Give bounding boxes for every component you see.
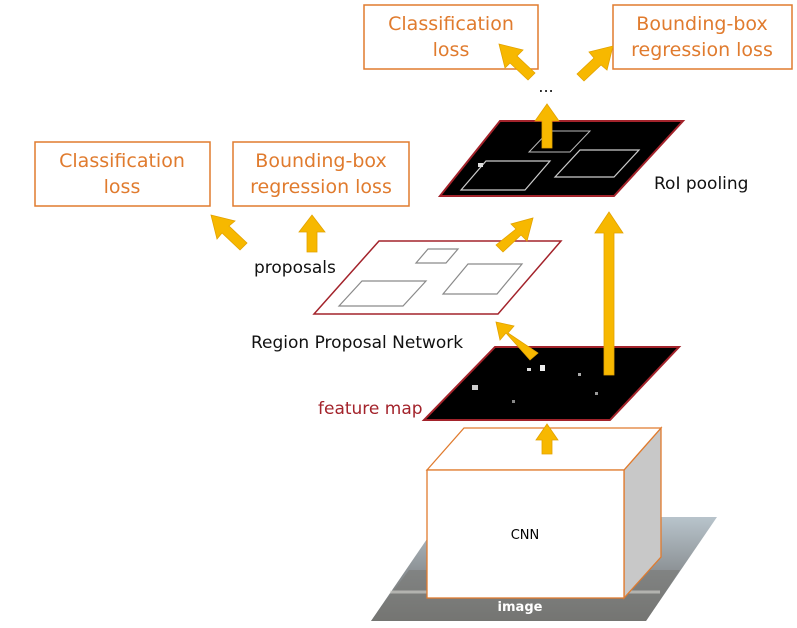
- roi-pooling-label: RoI pooling: [654, 174, 748, 194]
- rpn-bbox-loss-box: Bounding-box regression loss: [232, 141, 410, 207]
- arrow-feature-map-to-proposals: [495, 321, 539, 361]
- top-classification-loss-line2: loss: [433, 39, 470, 61]
- top-bbox-loss-line2: regression loss: [631, 39, 773, 61]
- arrow-proposals-to-roi: [495, 217, 534, 253]
- rpn-classification-loss-line1: Classification: [59, 150, 185, 172]
- arrow-to-top-bbox-loss: [576, 45, 614, 82]
- top-bbox-loss-box: Bounding-box regression loss: [612, 4, 793, 70]
- ellipsis-text: ...: [538, 77, 553, 96]
- top-bbox-loss-line1: Bounding-box: [636, 13, 767, 35]
- arrow-to-top-classification-loss: [498, 43, 536, 81]
- rpn-classification-loss-line2: loss: [104, 176, 141, 198]
- rpn-bbox-loss-line2: regression loss: [250, 176, 392, 198]
- rpn-label: Region Proposal Network: [251, 333, 463, 353]
- image-label: image: [498, 600, 543, 615]
- arrow-rpn-to-bbox-loss: [298, 214, 326, 253]
- rpn-bbox-loss-line1: Bounding-box: [255, 150, 386, 172]
- arrow-cnn-to-feature-map: [535, 423, 559, 455]
- proposals-layer: [312, 240, 563, 315]
- rpn-classification-loss-box: Classification loss: [34, 141, 211, 207]
- top-classification-loss-line1: Classification: [388, 13, 514, 35]
- top-classification-loss-box: Classification loss: [363, 4, 539, 70]
- roi-pooling-map: [437, 120, 686, 197]
- arrows: [210, 43, 624, 455]
- arrow-roi-up: [534, 103, 560, 149]
- proposals-label: proposals: [254, 258, 336, 278]
- arrow-rpn-to-classification-loss: [210, 214, 248, 251]
- feature-map: [421, 346, 682, 421]
- arrow-feature-map-to-roi: [594, 211, 624, 376]
- feature-map-label: feature map: [318, 399, 423, 419]
- cnn-label: CNN: [511, 528, 540, 543]
